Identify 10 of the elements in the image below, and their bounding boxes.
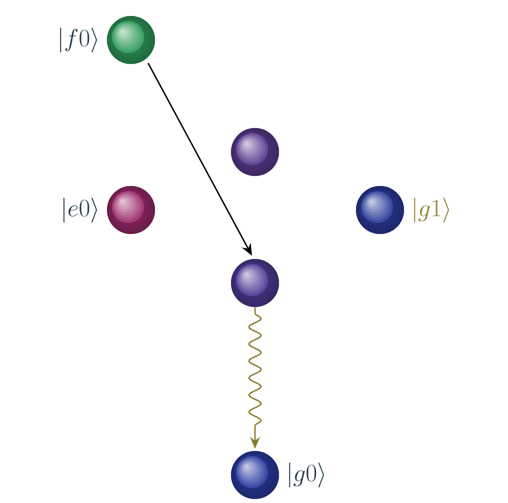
sphere <box>356 186 404 234</box>
state-label: $|g0\rangle$ <box>289 462 324 488</box>
state-label: $|f0\rangle$ <box>60 28 98 52</box>
sphere <box>231 128 279 176</box>
sphere <box>107 186 155 234</box>
sphere <box>107 16 155 64</box>
state-label: $|e0\rangle$ <box>63 198 98 222</box>
sphere <box>231 451 279 499</box>
sphere <box>231 259 279 307</box>
state-label: $|g1\rangle$ <box>414 198 449 222</box>
